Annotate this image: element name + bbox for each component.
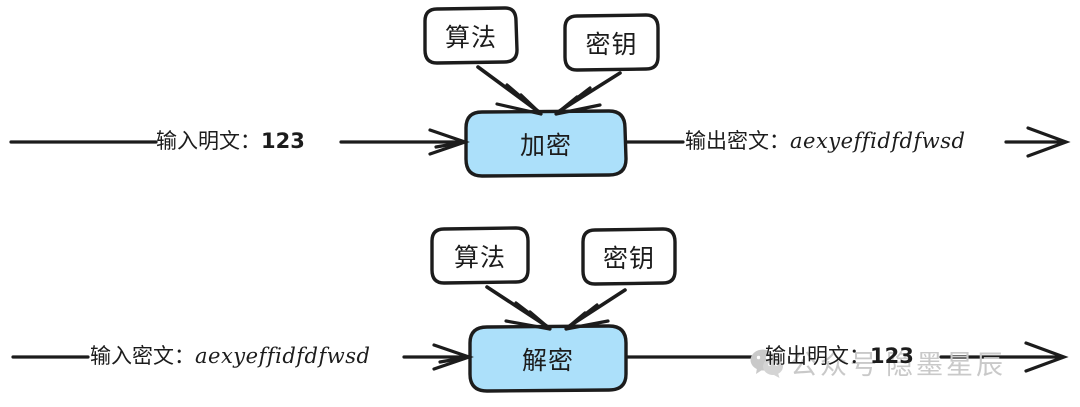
algorithm-box-decrypt-label: 算法 [453,244,506,272]
decrypt-process-box [468,324,628,393]
wechat-icon [750,348,784,378]
output-ciphertext-prefix: 输出密文： [685,130,790,153]
input-plaintext-label: 输入明文：123 [156,129,305,153]
output-arrow-decrypt [625,341,1069,373]
output-ciphertext-value: aexyeffidfdfwsd [790,129,966,153]
input-arrow-encrypt [9,128,470,156]
key-to-encrypt-arrow [554,71,622,116]
watermark-prefix: 公众号 [790,350,880,380]
algorithm-to-decrypt-arrow [485,285,552,331]
input-ciphertext-value: aexyeffidfdfwsd [195,344,371,368]
output-ciphertext-label: 输出密文：aexyeffidfdfwsd [685,129,966,153]
watermark: 公众号 隐墨星辰 [750,343,1006,382]
output-plaintext-label: 输出明文：123 [765,344,914,368]
watermark-name: 隐墨星辰 [886,350,1006,380]
input-plaintext-value: 123 [261,129,305,153]
input-plaintext-prefix: 输入明文： [156,130,261,153]
key-box-decrypt-label: 密钥 [602,245,655,273]
encrypt-process-label: 加密 [519,132,572,160]
algorithm-box-encrypt-label: 算法 [444,24,497,52]
algorithm-box-decrypt [430,226,530,285]
key-to-decrypt-arrow [564,288,627,331]
input-arrow-decrypt [11,343,474,371]
output-arrow-encrypt [625,126,1071,158]
output-plaintext-value: 123 [870,344,914,368]
algorithm-box-encrypt [423,6,519,65]
decrypt-process-label: 解密 [521,347,574,375]
input-ciphertext-prefix: 输入密文： [90,345,195,368]
key-box-decrypt [581,227,677,286]
algorithm-to-encrypt-arrow [476,65,543,116]
encrypt-process-box [464,109,628,178]
key-box-encrypt [563,13,660,72]
output-plaintext-prefix: 输出明文： [765,345,870,368]
input-ciphertext-label: 输入密文：aexyeffidfdfwsd [90,344,371,368]
key-box-encrypt-label: 密钥 [585,31,638,59]
